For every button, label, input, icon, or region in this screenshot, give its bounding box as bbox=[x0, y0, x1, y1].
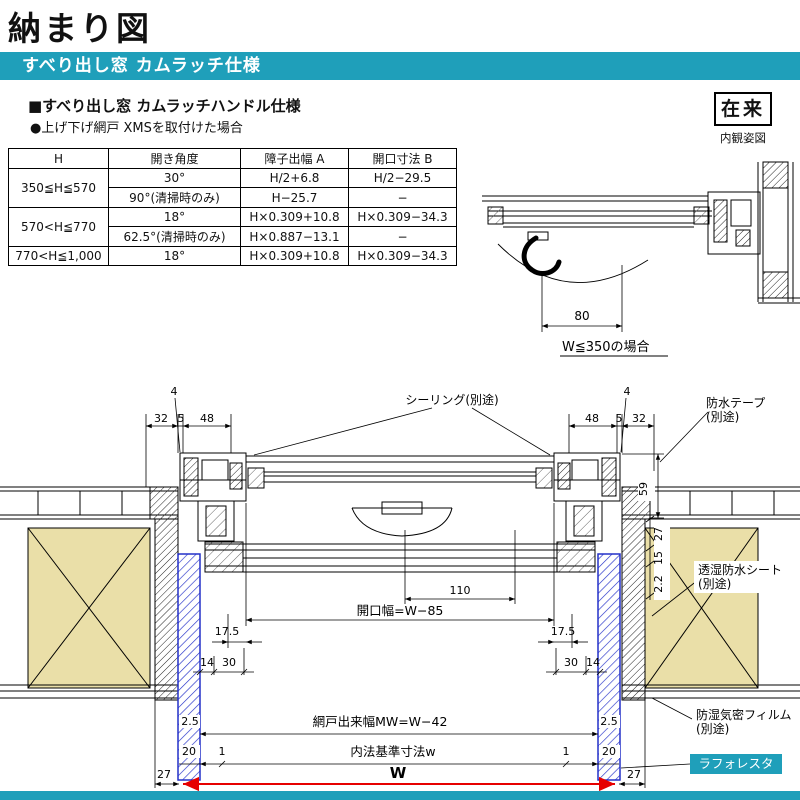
operator-handle bbox=[351, 507, 453, 537]
spec-row: 350≦H≦570 30° H/2+6.8 H/2−29.5 bbox=[8, 168, 457, 208]
dim-80: 80 bbox=[574, 309, 589, 323]
detail-frame bbox=[482, 161, 800, 304]
opening-width-label: 開口幅=W−85 bbox=[357, 603, 444, 618]
window-frame bbox=[179, 452, 621, 573]
dim-1-left: 1 bbox=[219, 745, 226, 758]
dim-32-right: 32 bbox=[632, 412, 646, 425]
w-label: W bbox=[390, 764, 407, 782]
dim-27-bottom-right: 27 bbox=[627, 768, 641, 781]
cell-b: − bbox=[348, 187, 457, 208]
cell-b: H/2−29.5 bbox=[348, 168, 457, 188]
dim-27-bottom-left: 27 bbox=[157, 768, 171, 781]
detail-drawing-w350: 80 W≦350の場合 bbox=[482, 161, 800, 357]
zairai-badge: 在来 bbox=[714, 92, 772, 126]
callout-tape-1: 防水テープ bbox=[706, 395, 765, 410]
dim-5-left: 5 bbox=[178, 412, 185, 425]
dim-20-right: 20 bbox=[602, 745, 616, 758]
banner: すべり出し窓 カムラッチ仕様 bbox=[0, 52, 800, 80]
dim-110: 110 bbox=[450, 584, 471, 597]
callout-sealing: シーリング(別途) bbox=[405, 392, 498, 407]
detail-caption: W≦350の場合 bbox=[562, 340, 650, 355]
dim-14-left: 14 bbox=[200, 656, 214, 669]
spec-table: H 開き角度 障子出幅 A 開口寸法 B 350≦H≦570 30° H/2+6… bbox=[8, 148, 457, 266]
dim-4-left: 4 bbox=[171, 385, 178, 398]
cell-b: H×0.309−34.3 bbox=[348, 207, 457, 227]
dim-14-right: 14 bbox=[586, 656, 600, 669]
inner-ref-label: 内法基準寸法w bbox=[350, 744, 435, 759]
cell-h-range: 570<H≦770 bbox=[8, 207, 109, 247]
col-header-b: 開口寸法 B bbox=[348, 148, 457, 169]
detail-dims bbox=[541, 265, 668, 357]
dim-32-left: 32 bbox=[154, 412, 168, 425]
wall-structure bbox=[0, 486, 800, 701]
cell-angle: 30° bbox=[108, 168, 241, 188]
screen-end-right bbox=[556, 541, 596, 573]
cell-a: H/2+6.8 bbox=[240, 168, 349, 188]
cell-angle: 18° bbox=[108, 246, 241, 266]
subsection-heading: ●上げ下げ網戸 XMSを取付けた場合 bbox=[30, 121, 243, 136]
dim-15: 15 bbox=[652, 551, 665, 565]
cell-angle: 62.5°(清掃時のみ) bbox=[108, 226, 241, 247]
dim-5-right: 5 bbox=[616, 412, 623, 425]
dim-2-5-left: 2.5 bbox=[181, 715, 199, 728]
callout-film-1: 防湿気密フィルム bbox=[696, 707, 792, 722]
spec-row: 770<H≦1,000 18° H×0.309+10.8 H×0.309−34.… bbox=[8, 246, 457, 266]
callout-sheet-2: (別途) bbox=[698, 576, 731, 591]
page-title: 納まり図 bbox=[8, 2, 162, 57]
cell-b: H×0.309−34.3 bbox=[348, 246, 457, 266]
col-header-a: 障子出幅 A bbox=[240, 148, 349, 169]
badge-caption: 内観姿図 bbox=[720, 131, 766, 145]
handle-base bbox=[527, 231, 549, 241]
swing-arc bbox=[497, 243, 649, 283]
dim-48-right: 48 bbox=[585, 412, 599, 425]
screen-end-left bbox=[204, 541, 244, 573]
screen-width-label: 網戸出来幅MW=W−42 bbox=[313, 714, 448, 729]
dim-30-left: 30 bbox=[222, 656, 236, 669]
dimension-labels: 4 32 5 48 48 5 4 32 59 27 15 2.2 110 17.… bbox=[154, 385, 665, 781]
col-header-h: H bbox=[8, 148, 109, 169]
callout-film-2: (別途) bbox=[696, 721, 729, 736]
dim-20-left: 20 bbox=[182, 745, 196, 758]
dim-4-right: 4 bbox=[624, 385, 631, 398]
main-section-drawing: 4 32 5 48 48 5 4 32 59 27 15 2.2 110 17.… bbox=[0, 385, 800, 792]
callout-labels: シーリング(別途) 防水テープ (別途) 透湿防水シート (別途) 防湿気密フィ… bbox=[313, 392, 792, 782]
cell-h-range: 350≦H≦570 bbox=[8, 168, 109, 208]
dim-1-right: 1 bbox=[563, 745, 570, 758]
dimension-lines bbox=[145, 397, 709, 788]
dim-17-5-right: 17.5 bbox=[551, 625, 576, 638]
section-heading: ■すべり出し窓 カムラッチハンドル仕様 bbox=[28, 97, 301, 115]
callout-sheet-1: 透湿防水シート bbox=[698, 562, 782, 577]
spec-header-row: H 開き角度 障子出幅 A 開口寸法 B bbox=[8, 148, 457, 169]
cell-angle: 18° bbox=[108, 207, 241, 227]
footer-accent-bar bbox=[0, 791, 800, 800]
cell-a: H×0.309+10.8 bbox=[240, 246, 349, 266]
dim-17-5-left: 17.5 bbox=[215, 625, 240, 638]
cell-h-range: 770<H≦1,000 bbox=[8, 246, 109, 266]
cell-a: H×0.309+10.8 bbox=[240, 207, 349, 227]
dim-2-5-right: 2.5 bbox=[600, 715, 618, 728]
cell-a: H−25.7 bbox=[240, 187, 349, 208]
callout-tape-2: (別途) bbox=[706, 409, 739, 424]
cell-angle: 90°(清掃時のみ) bbox=[108, 187, 241, 208]
laforesta-tag: ラフォレスタ bbox=[690, 754, 782, 774]
dim-48-left: 48 bbox=[200, 412, 214, 425]
laforesta-label: ラフォレスタ bbox=[698, 756, 773, 771]
dim-30-right: 30 bbox=[564, 656, 578, 669]
label-backgrounds bbox=[179, 471, 798, 758]
dim-2-2: 2.2 bbox=[652, 575, 665, 593]
spec-row: 570<H≦770 18° H×0.309+10.8 H×0.309−34.3 bbox=[8, 207, 457, 247]
dim-27-right-stack: 27 bbox=[652, 527, 665, 541]
cell-a: H×0.887−13.1 bbox=[240, 226, 349, 247]
dim-59: 59 bbox=[637, 482, 650, 496]
col-header-angle: 開き角度 bbox=[108, 148, 241, 169]
cell-b: − bbox=[348, 226, 457, 247]
